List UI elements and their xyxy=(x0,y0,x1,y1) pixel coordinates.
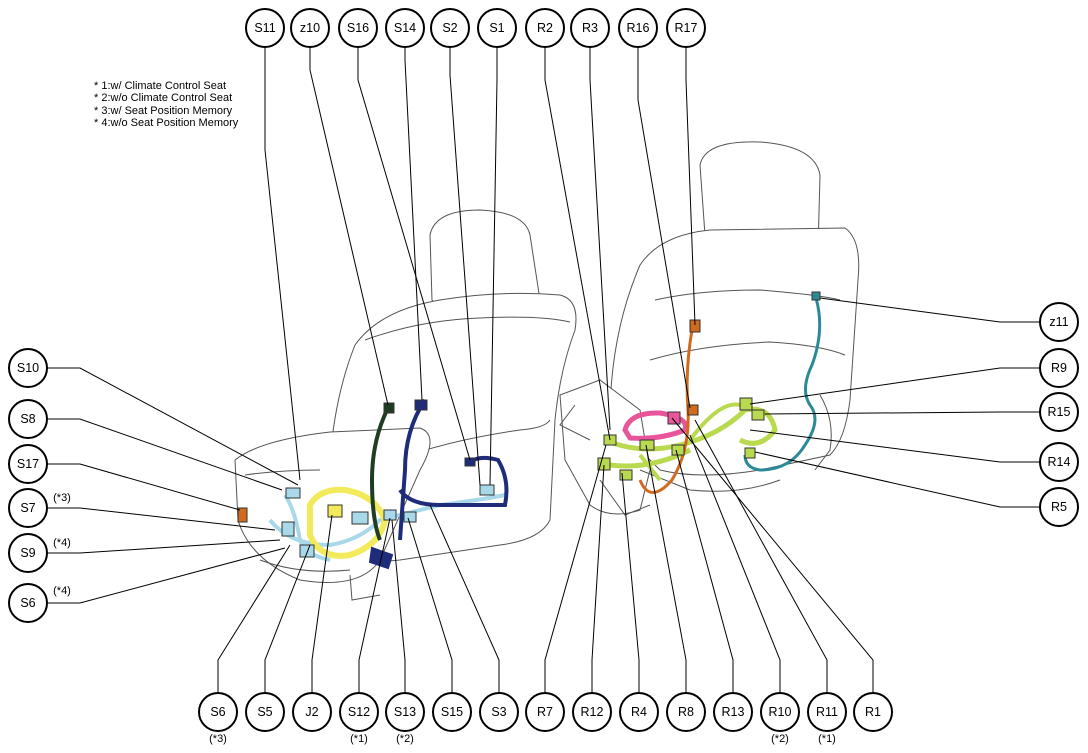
callout-note: (*2) xyxy=(396,733,414,745)
callout-R7: R7 xyxy=(525,692,565,732)
callout-R3: R3 xyxy=(570,8,610,48)
light-blue-harness xyxy=(283,493,331,562)
callout-R2: R2 xyxy=(525,8,565,48)
callout-label: S9 xyxy=(20,546,35,560)
callout-R12: R12 xyxy=(572,692,612,732)
leader-lines xyxy=(46,47,1040,693)
callout-S8: S8 xyxy=(8,399,48,439)
callout-note: (*2) xyxy=(771,733,789,745)
callout-S17: S17 xyxy=(8,444,48,484)
callout-S16: S16 xyxy=(338,8,378,48)
callout-label: S12 xyxy=(348,705,370,719)
callout-label: S10 xyxy=(17,361,39,375)
callout-label: R1 xyxy=(865,705,881,719)
callout-R13: R13 xyxy=(713,692,753,732)
legend-item: * 4:w/o Seat Position Memory xyxy=(94,117,239,130)
seat-outlines xyxy=(234,141,860,601)
callout-label: R4 xyxy=(631,705,647,719)
callout-R14: R14 xyxy=(1039,442,1079,482)
callout-S1: S1 xyxy=(477,8,517,48)
callout-labels: S11 z10 S16 S14 S2 S1 R2 R3 R16 R17 S10 … xyxy=(8,8,1079,745)
callout-note: (*3) xyxy=(53,492,71,504)
callout-z10: z10 xyxy=(290,8,330,48)
callout-J2: J2 xyxy=(292,692,332,732)
callout-label: R9 xyxy=(1051,361,1067,375)
callout-note: (*4) xyxy=(53,585,71,597)
wire-harness xyxy=(237,291,822,570)
callout-label: R2 xyxy=(537,21,553,35)
callout-S10: S10 xyxy=(8,348,48,388)
callout-z11: z11 xyxy=(1039,302,1079,342)
callout-label: S1 xyxy=(489,21,504,35)
callout-label: S3 xyxy=(491,705,506,719)
callout-label: R11 xyxy=(816,705,838,719)
callout-label: S5 xyxy=(257,705,272,719)
callout-S13: S13 (*2) xyxy=(385,692,425,745)
callout-note: (*4) xyxy=(53,537,71,549)
callout-label: R7 xyxy=(537,705,553,719)
callout-label: S2 xyxy=(442,21,457,35)
light-blue-harness xyxy=(268,493,506,548)
callout-label: R14 xyxy=(1048,455,1071,469)
callout-label: R3 xyxy=(582,21,598,35)
callout-R9: R9 xyxy=(1039,348,1079,388)
callout-R1: R1 xyxy=(853,692,893,732)
callout-R17: R17 xyxy=(666,8,706,48)
callout-label: J2 xyxy=(305,705,318,719)
callout-S5: S5 xyxy=(245,692,285,732)
callout-label: R13 xyxy=(722,705,745,719)
callout-label: S17 xyxy=(17,457,39,471)
callout-label: R15 xyxy=(1048,405,1071,419)
callout-S3: S3 xyxy=(479,692,519,732)
callout-label: R16 xyxy=(627,21,650,35)
pink-harness xyxy=(622,410,689,441)
legend-item: * 2:w/o Climate Control Seat xyxy=(94,92,233,105)
callout-S7: S7 (*3) xyxy=(8,488,71,528)
dark-green-harness xyxy=(369,407,390,541)
callout-label: S13 xyxy=(394,705,416,719)
callout-label: S16 xyxy=(347,21,369,35)
callout-label: R17 xyxy=(675,21,698,35)
callout-label: S14 xyxy=(394,21,416,35)
callout-label: R8 xyxy=(678,705,694,719)
callout-S15: S15 xyxy=(432,692,472,732)
callout-R5: R5 xyxy=(1039,487,1079,527)
callout-label: R10 xyxy=(769,705,792,719)
callout-R8: R8 xyxy=(666,692,706,732)
callout-label: z11 xyxy=(1049,315,1068,329)
callout-label: R5 xyxy=(1051,500,1067,514)
callout-label: S11 xyxy=(254,21,275,35)
callout-label: S15 xyxy=(441,705,463,719)
callout-S12: S12 (*1) xyxy=(339,692,379,745)
legend: * 1:w/ Climate Control Seat * 2:w/o Clim… xyxy=(94,80,238,130)
callout-note: (*3) xyxy=(209,733,227,745)
callout-S9: S9 (*4) xyxy=(8,533,71,573)
callout-R4: R4 xyxy=(619,692,659,732)
callout-S6-bottom: S6 (*3) xyxy=(198,692,238,745)
navy-harness xyxy=(398,398,509,541)
callout-label: S8 xyxy=(20,412,35,426)
callout-R15: R15 xyxy=(1039,392,1079,432)
legend-item: * 3:w/ Seat Position Memory xyxy=(94,104,233,117)
callout-label: S7 xyxy=(20,501,35,515)
callout-R16: R16 xyxy=(618,8,658,48)
callout-S14: S14 xyxy=(385,8,425,48)
callout-S11: S11 xyxy=(245,8,285,48)
teal-harness xyxy=(743,297,822,472)
callout-note: (*1) xyxy=(350,733,368,745)
callout-label: R12 xyxy=(581,705,604,719)
callout-R11: R11 (*1) xyxy=(807,692,847,745)
callout-label: S6 xyxy=(210,705,225,719)
callout-note: (*1) xyxy=(818,733,836,745)
front-seat-outline xyxy=(234,209,577,601)
callout-S2: S2 xyxy=(430,8,470,48)
callout-label: z10 xyxy=(300,21,320,35)
callout-R10: R10 (*2) xyxy=(760,692,800,745)
callout-S6-left: S6 (*4) xyxy=(8,583,71,623)
legend-item: * 1:w/ Climate Control Seat xyxy=(94,80,227,92)
callout-label: S6 xyxy=(20,596,35,610)
